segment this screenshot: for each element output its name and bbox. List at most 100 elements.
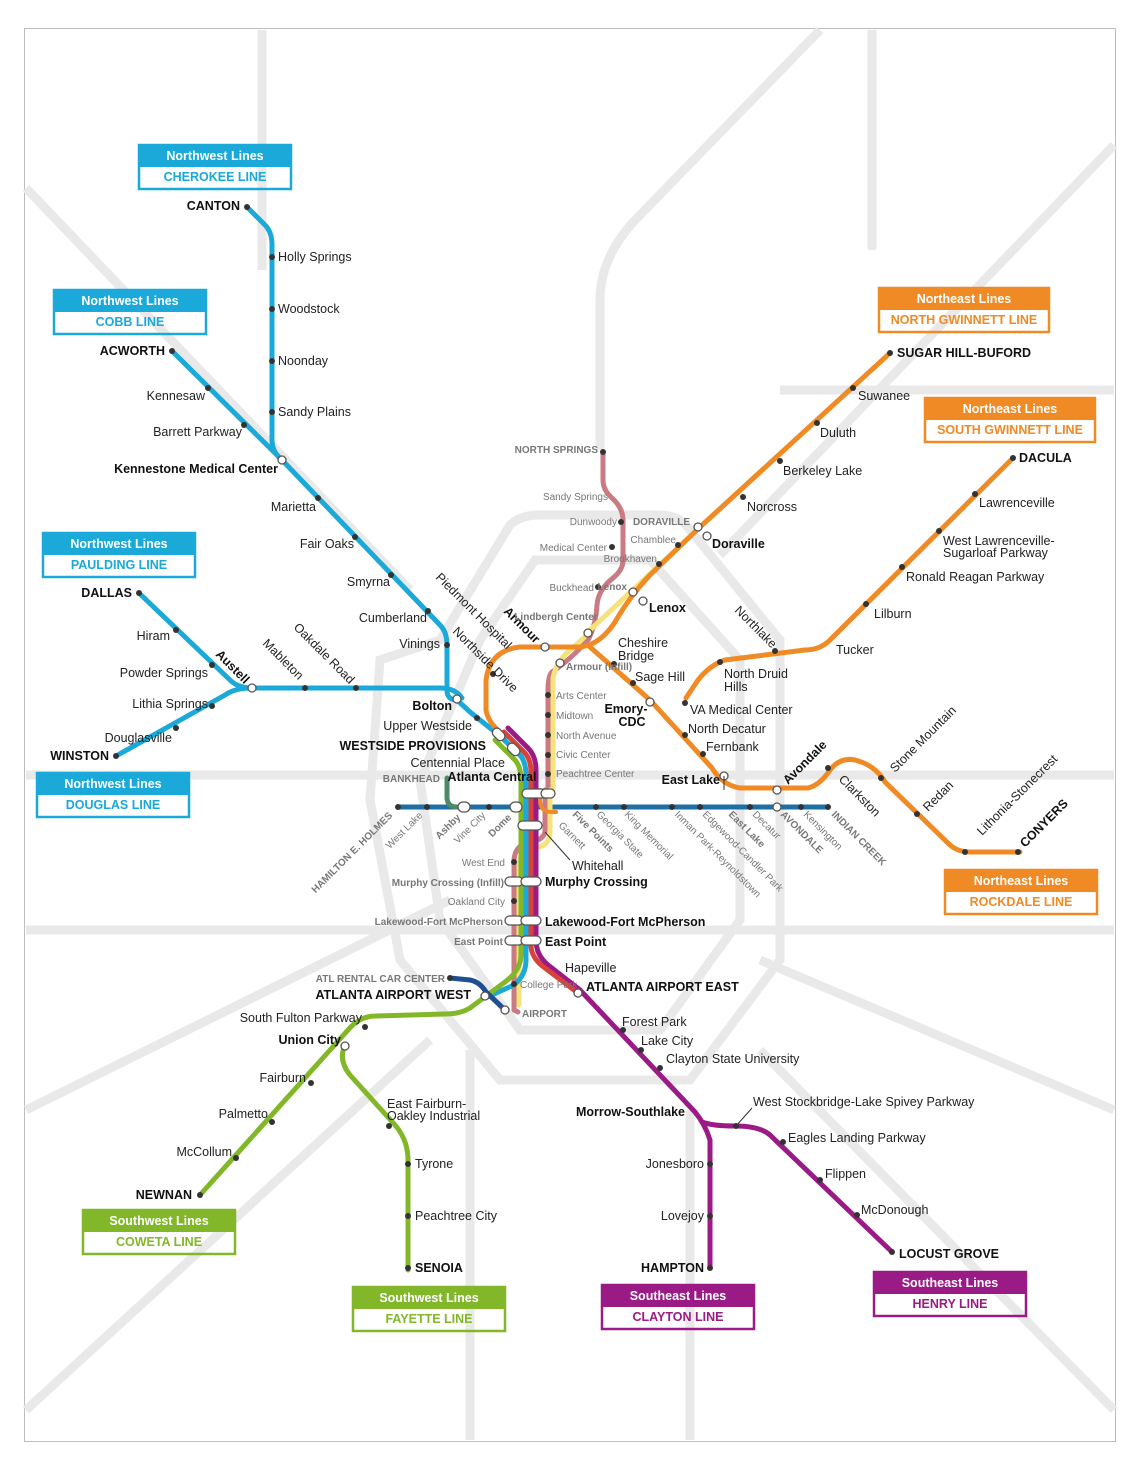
station-label: King Memorial: [622, 809, 675, 862]
station-dot: [850, 385, 856, 391]
station-label: Clayton State University: [666, 1052, 800, 1066]
station-dot: [697, 804, 703, 810]
box-region: Southwest Lines: [379, 1291, 478, 1305]
station-dot: [972, 491, 978, 497]
transfer-ring: [702, 531, 712, 541]
station-dot: [545, 752, 551, 758]
station-label: East Point: [545, 935, 607, 949]
henry-box: Southeast Lines HENRY LINE: [872, 1270, 1028, 1318]
station-label: Fairburn: [259, 1071, 306, 1085]
box-region: Northwest Lines: [166, 149, 263, 163]
box-region: Northwest Lines: [70, 537, 167, 551]
box-line: NORTH GWINNETT LINE: [891, 313, 1038, 327]
station-dot: [511, 898, 517, 904]
station-dot: [233, 1155, 239, 1161]
station-label: Holly Springs: [278, 250, 352, 264]
box-header: [602, 1285, 754, 1307]
station-label: Tyrone: [415, 1157, 453, 1171]
road: [756, 1046, 1118, 1414]
station-label: McCollum: [176, 1145, 232, 1159]
box-frame: [52, 288, 208, 336]
transit-lines: [113, 204, 1023, 1273]
station-label: East Fairburn-: [387, 1097, 466, 1111]
station-label: SENOIA: [415, 1261, 463, 1275]
station-label: Armour (Infill): [566, 662, 632, 673]
line-boxes: Northwest Lines CHEROKEE LINE Northwest …: [35, 143, 1099, 1333]
station-label: Bridge: [618, 649, 654, 663]
station-label: Flippen: [825, 1167, 866, 1181]
southwest-trunk: [345, 737, 524, 1033]
box-line: DOUGLAS LINE: [66, 798, 160, 812]
station-label: Civic Center: [556, 750, 611, 761]
station-dot: [707, 1265, 713, 1271]
box-header: [37, 773, 189, 795]
road: [758, 955, 1116, 1115]
box-header: [945, 870, 1097, 892]
box-region: Northeast Lines: [963, 402, 1058, 416]
box-region: Northwest Lines: [64, 777, 161, 791]
station-dot: [388, 572, 394, 578]
south-gwinnett-line: [683, 455, 1016, 701]
station-dot: [1010, 455, 1016, 461]
south-gwinnett-box: Northeast Lines SOUTH GWINNETT LINE: [923, 396, 1097, 444]
station-dot: [914, 811, 920, 817]
station-dot: [638, 1047, 644, 1053]
station-label: North Decatur: [688, 722, 766, 736]
transfer-ring: [504, 935, 524, 946]
station-dot: [611, 661, 617, 667]
station-dot: [136, 590, 142, 596]
station-dot: [1015, 849, 1021, 855]
station-dots: [113, 204, 1021, 1271]
station-label: SUGAR HILL-BUFORD: [897, 346, 1031, 360]
station-label: Tucker: [836, 643, 874, 657]
transfer-ring: [517, 820, 543, 831]
station-label: Brookhaven: [604, 554, 657, 565]
road: [716, 141, 1118, 559]
station-label: Arts Center: [556, 691, 607, 702]
box-region: Southeast Lines: [630, 1289, 727, 1303]
station-dot: [780, 1139, 786, 1145]
douglas-box: Northwest Lines DOUGLAS LINE: [35, 771, 191, 819]
station-label: Forest Park: [622, 1015, 687, 1029]
box-line: COBB LINE: [96, 315, 165, 329]
station-label: Oakley Industrial: [387, 1109, 480, 1123]
station-label: Buckhead: [550, 583, 594, 594]
station-dot: [308, 1080, 314, 1086]
station-label: Stone Mountain: [887, 703, 959, 775]
box-frame: [137, 143, 293, 191]
station-dot: [425, 608, 431, 614]
station-dot: [315, 495, 321, 501]
station-dot: [244, 204, 250, 210]
station-label: ATLANTA AIRPORT WEST: [315, 988, 471, 1002]
station-label: Morrow-Southlake: [576, 1105, 685, 1119]
station-label: Sugarloaf Parkway: [943, 546, 1049, 560]
station-label: Powder Springs: [120, 666, 208, 680]
station-dot: [486, 804, 492, 810]
station-dot: [817, 1177, 823, 1183]
station-label: Centennial Place: [410, 756, 505, 770]
box-header: [879, 288, 1049, 310]
station-dot: [747, 804, 753, 810]
station-label: West Stockbridge-Lake Spivey Parkway: [753, 1095, 975, 1109]
transfer-ring: [540, 788, 556, 799]
station-dot: [798, 804, 804, 810]
station-label: Hapeville: [565, 961, 616, 975]
station-label: Noonday: [278, 354, 329, 368]
box-frame: [877, 286, 1051, 334]
station-label: Fair Oaks: [300, 537, 354, 551]
station-label: Suwanee: [858, 389, 910, 403]
station-label: East Point: [454, 937, 504, 948]
cherokee-box: Northwest Lines CHEROKEE LINE: [137, 143, 293, 191]
box-region: Northeast Lines: [974, 874, 1069, 888]
transfer-ring: [772, 785, 782, 795]
station-dot: [405, 1213, 411, 1219]
inner-road: [415, 555, 745, 1035]
box-region: Southeast Lines: [902, 1276, 999, 1290]
station-dot: [825, 765, 831, 771]
station-label: DORAVILLE: [633, 517, 690, 528]
perimeter-road: [365, 510, 785, 1085]
station-label: College Park: [520, 980, 578, 991]
station-labels: CANTON Holly Springs Woodstock Noonday S…: [50, 199, 1072, 1275]
southeast-trunk: [505, 725, 583, 993]
station-label: DALLAS: [81, 586, 132, 600]
